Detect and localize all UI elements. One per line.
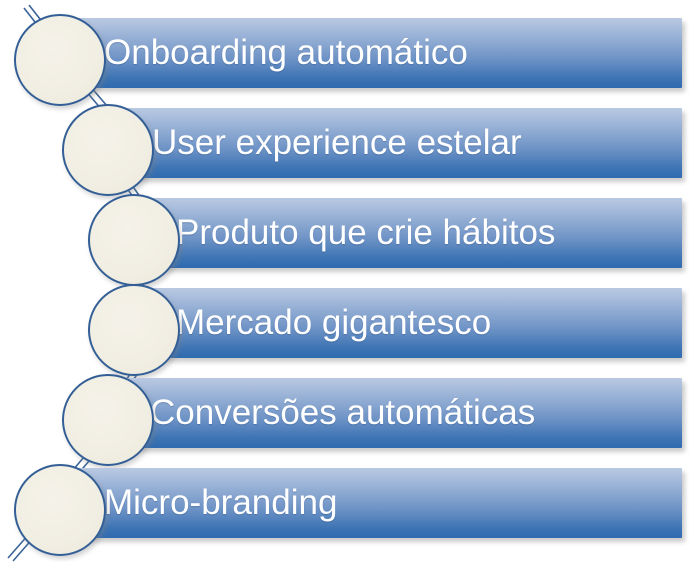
step-bar-2[interactable] xyxy=(122,108,682,178)
step-bar-4[interactable] xyxy=(148,288,682,358)
step-label-5: Conversões automáticas xyxy=(150,393,536,432)
step-node-6[interactable] xyxy=(14,464,106,556)
step-node-2[interactable] xyxy=(62,104,154,196)
step-node-4[interactable] xyxy=(88,284,180,376)
step-bar-5[interactable] xyxy=(122,378,682,448)
step-label-6: Micro-branding xyxy=(104,483,338,522)
step-label-4: Mercado gigantesco xyxy=(176,303,492,342)
step-label-1: Onboarding automático xyxy=(104,33,468,72)
step-node-1[interactable] xyxy=(14,14,106,106)
step-bar-1[interactable] xyxy=(75,18,682,88)
step-bar-6[interactable] xyxy=(75,468,682,538)
step-label-3: Produto que crie hábitos xyxy=(176,213,556,252)
step-bar-3[interactable] xyxy=(148,198,682,268)
step-node-3[interactable] xyxy=(88,194,180,286)
step-node-5[interactable] xyxy=(62,374,154,466)
step-label-2: User experience estelar xyxy=(152,123,522,162)
